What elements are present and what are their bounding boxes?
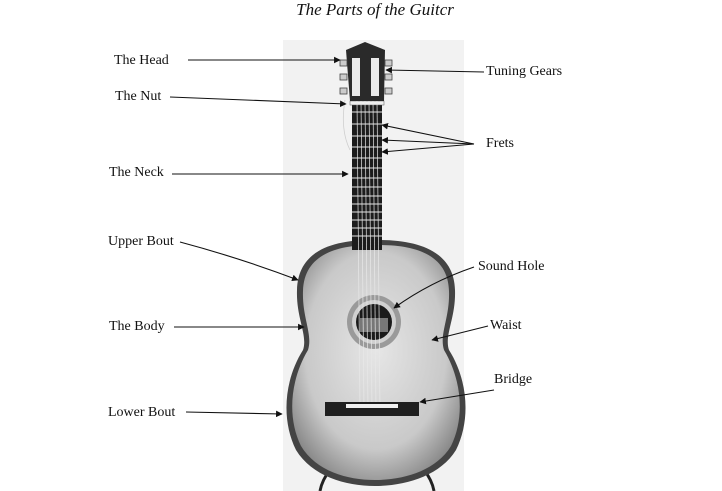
label-lower-bout: Lower Bout [108,405,176,420]
arrow-upper-bout [179,241,299,281]
arrow-lower-bout [185,410,283,418]
label-the-nut: The Nut [115,89,162,104]
guitar-body-top [292,245,460,480]
label-frets: Frets [486,136,514,151]
label-the-neck: The Neck [109,165,164,180]
arrow-tuning-gears [385,66,485,74]
diagram-title: The Parts of the Guitcr [296,0,454,19]
guitar-nut [349,100,385,106]
leader-arrows [169,56,495,418]
arrow-nut [169,96,347,108]
arrow-frets-3 [381,143,475,155]
label-tuning-gears: Tuning Gears [486,64,563,79]
label-bridge: Bridge [494,372,533,387]
label-sound-hole: Sound Hole [478,259,545,274]
label-upper-bout: Upper Bout [108,234,174,249]
label-waist: Waist [490,318,522,333]
loose-string-end [342,99,351,151]
bridge-saddle [346,404,398,408]
guitar-headstock [346,42,385,101]
arrow-bridge [419,389,495,405]
arrow-sound-hole [393,266,475,309]
tuning-gear-knobs [339,59,393,95]
label-the-head: The Head [114,53,169,68]
arrow-frets-2 [381,136,475,145]
headstock-slot-left [352,58,360,96]
arrow-frets-1 [381,122,475,145]
headstock-slot-right [371,58,379,96]
sound-hole-label-sticker [360,318,388,332]
label-the-body: The Body [109,319,165,334]
arrow-waist [431,325,489,342]
guitar-strings [356,100,381,411]
